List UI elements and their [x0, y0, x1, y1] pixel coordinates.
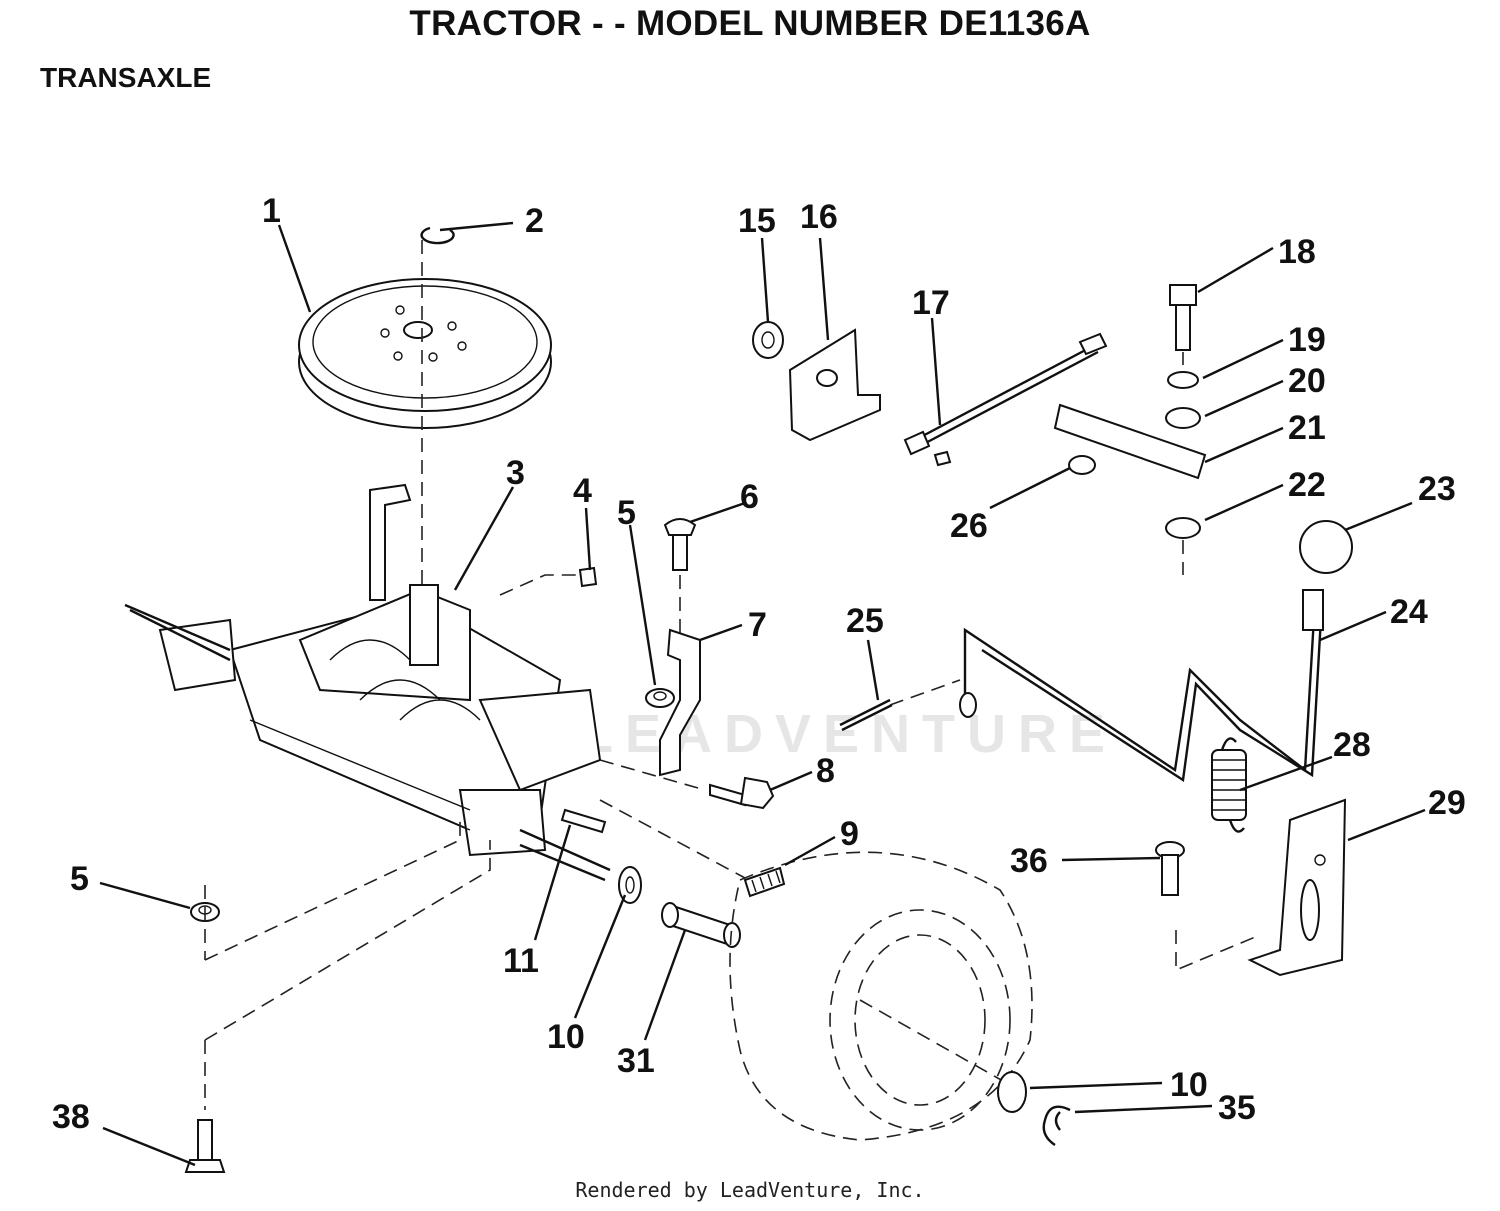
pulley	[298, 278, 552, 429]
callout-5-lower: 5	[70, 860, 89, 898]
hex-bolt	[1169, 284, 1197, 351]
callout-7: 7	[748, 606, 767, 644]
transaxle	[124, 483, 611, 882]
nut	[1068, 455, 1096, 475]
callout-22: 22	[1288, 466, 1326, 504]
callout-10: 10	[547, 1018, 585, 1056]
callout-11: 11	[503, 942, 539, 980]
bracket	[659, 628, 701, 777]
callout-4: 4	[573, 472, 592, 510]
callout-5: 5	[617, 494, 636, 532]
footer-credit: Rendered by LeadVenture, Inc.	[575, 1178, 925, 1202]
lock-washer	[1167, 371, 1199, 389]
e-clip	[1042, 1105, 1071, 1146]
section-title: TRANSAXLE	[40, 62, 212, 93]
adjustment-rod	[903, 332, 1108, 467]
callout-19: 19	[1288, 321, 1326, 359]
nut	[645, 688, 675, 708]
callout-28: 28	[1333, 726, 1371, 764]
shift-lever	[959, 589, 1324, 783]
link-plate	[1053, 403, 1207, 480]
flat-washer	[1165, 407, 1201, 429]
callout-labels: 1 2 3 4 5 6 7 8 9 10 11 15 16 17 18 19 2…	[52, 192, 1466, 1136]
spacer	[661, 902, 741, 948]
mounting-bracket	[788, 328, 881, 442]
callout-18: 18	[1278, 233, 1316, 271]
callout-10-lower: 10	[1170, 1066, 1208, 1104]
pin	[578, 566, 598, 588]
callout-17: 17	[912, 284, 950, 322]
retaining-ring	[420, 226, 455, 245]
callout-20: 20	[1288, 362, 1326, 400]
shift-knob	[1299, 520, 1353, 574]
self-tapping-screw	[1155, 841, 1185, 896]
spring-bracket	[1247, 798, 1347, 977]
callout-25: 25	[846, 602, 884, 640]
key	[560, 808, 607, 834]
carriage-bolt	[663, 518, 697, 571]
cotter-pin	[839, 698, 893, 732]
callout-3: 3	[506, 454, 525, 492]
hex-bolt	[709, 776, 775, 810]
callout-24: 24	[1390, 593, 1428, 631]
leader-lines	[99, 221, 1426, 1167]
square-washer	[1165, 517, 1201, 539]
washer	[752, 321, 784, 359]
callout-2: 2	[525, 202, 544, 240]
callout-16: 16	[800, 198, 838, 236]
shoulder-bolt	[184, 1119, 226, 1173]
washer	[618, 866, 642, 904]
callout-31: 31	[617, 1042, 655, 1080]
spring-pin	[743, 866, 786, 898]
callout-23: 23	[1418, 470, 1456, 508]
washer	[997, 1071, 1027, 1113]
callout-21: 21	[1288, 409, 1326, 447]
page-title: TRACTOR - - MODEL NUMBER DE1136A	[409, 4, 1091, 43]
extension-spring	[1211, 737, 1247, 833]
callout-35: 35	[1218, 1089, 1256, 1127]
callout-36: 36	[1010, 842, 1048, 880]
callout-38: 38	[52, 1098, 90, 1136]
callout-29: 29	[1428, 784, 1466, 822]
callout-26: 26	[950, 507, 988, 545]
callout-1: 1	[262, 192, 281, 230]
wheel	[729, 851, 1033, 1141]
callout-15: 15	[738, 202, 776, 240]
callout-9: 9	[840, 815, 859, 853]
callout-6: 6	[740, 478, 759, 516]
callout-8: 8	[816, 752, 835, 790]
